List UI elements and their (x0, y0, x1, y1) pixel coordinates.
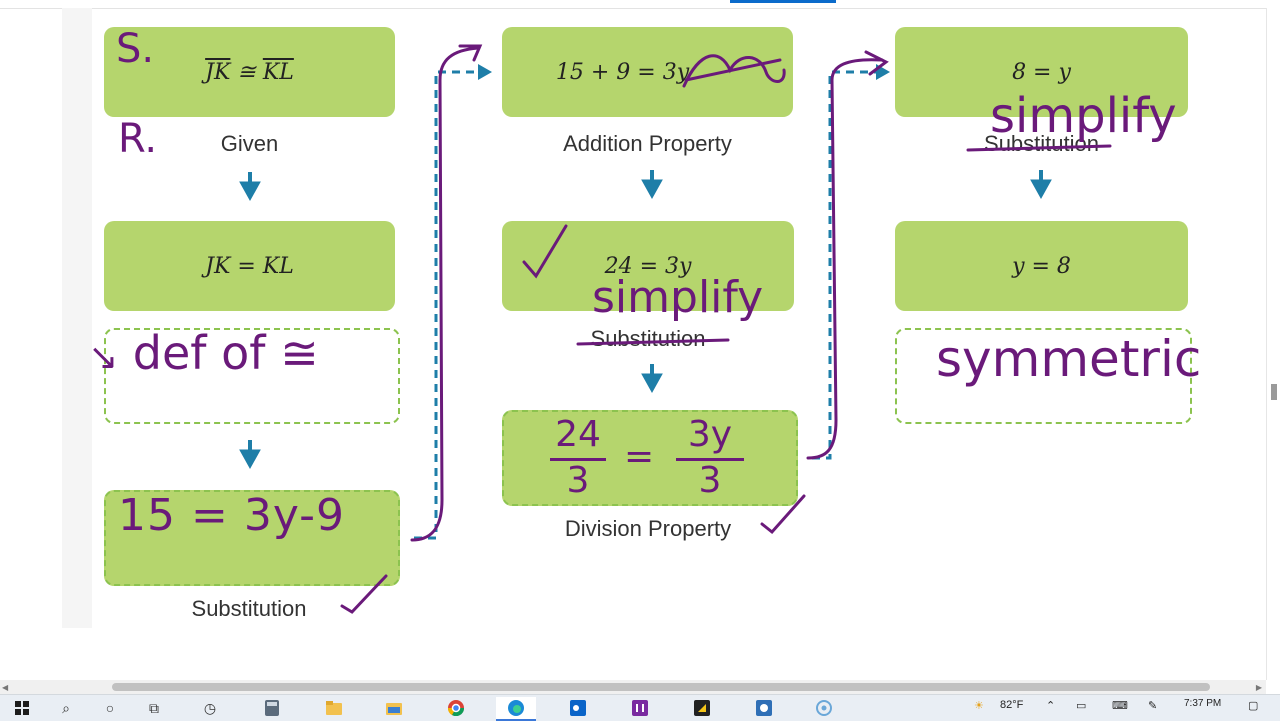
scroll-right-arrow-icon[interactable]: ▶ (1255, 683, 1262, 692)
horizontal-scrollbar-thumb[interactable] (112, 683, 1210, 691)
hand-fraction-bar-1 (550, 458, 606, 461)
connector-dashed-2 (812, 70, 880, 460)
scroll-left-arrow-icon[interactable]: ◀ (2, 683, 9, 692)
battery-icon[interactable]: ▭ (1076, 700, 1087, 712)
statement-1-text: JK ≅ KL (205, 59, 294, 85)
hand-s-label: S. (116, 26, 155, 72)
search-icon[interactable]: ⌕ (62, 699, 70, 716)
statement-6-text: y = 8 (1012, 253, 1071, 279)
statement-4-text: 24 = 3y (604, 253, 692, 279)
windows-start-icon[interactable] (2, 697, 42, 719)
hand-connector-1-head-icon (458, 44, 483, 62)
reason-division-property: Division Property (564, 516, 732, 541)
temperature[interactable]: 82°F (1000, 699, 1024, 711)
active-tab-indicator (730, 0, 836, 3)
statement-5-text: 8 = y (1012, 59, 1071, 85)
statement-box-1: JK ≅ KL (104, 27, 395, 117)
connector-head-icon (478, 64, 492, 80)
hand-connector-2 (806, 58, 884, 460)
pen-icon[interactable]: ✎ (1148, 700, 1158, 712)
hand-fraction-bar-2 (676, 458, 744, 461)
reason-blank-box-2[interactable] (895, 328, 1192, 424)
edge-icon[interactable] (496, 697, 536, 721)
hand-r-label: R. (118, 116, 158, 162)
down-arrow-head-icon (641, 373, 663, 394)
notifications-icon[interactable]: ▢ (1248, 700, 1259, 712)
statement-blank-box-1[interactable] (104, 490, 400, 586)
hand-fraction-num-1: 24 (555, 414, 601, 455)
hand-def-text: def of ≅ (132, 326, 319, 380)
window-top-edge (0, 0, 1280, 9)
hand-fraction-den-2: 3 (698, 460, 722, 501)
chrome-icon[interactable] (436, 697, 476, 719)
statement-box-6: y = 8 (895, 221, 1188, 311)
hand-fraction: 24 3 = 3y 3 (548, 414, 768, 501)
folder-icon[interactable] (374, 697, 414, 719)
connector-head-icon (876, 64, 890, 80)
down-arrow-head-icon (239, 181, 261, 202)
reason-given: Given (220, 131, 279, 156)
app-icon-2[interactable] (744, 697, 784, 719)
hand-simplify-2: simplify (990, 88, 1177, 144)
statement-2-text: JK = KL (205, 253, 294, 279)
hand-equals: = (624, 436, 655, 477)
clock-icon[interactable]: ◷ (203, 699, 217, 716)
statement-3-text: 15 + 9 = 3y (555, 59, 690, 85)
task-view-icon[interactable]: ⧉ (149, 699, 159, 716)
reason-blank-box-1[interactable] (104, 328, 400, 424)
hand-arrow-icon: ↘ (88, 337, 119, 378)
hand-def-congruence: ↘ def of ≅ (88, 326, 319, 380)
app-icon[interactable] (682, 697, 722, 719)
down-arrow-head-icon (641, 179, 663, 200)
reason-addition-property: Addition Property (563, 131, 732, 156)
hand-symmetric: symmetric (936, 330, 1202, 388)
outlook-icon[interactable] (558, 697, 598, 719)
onenote-icon[interactable] (620, 697, 660, 719)
hand-fraction-den-1: 3 (566, 460, 590, 501)
hand-simplify-1: simplify (592, 272, 764, 323)
cortana-icon[interactable]: ○ (105, 700, 115, 716)
reason-substitution-2: Substitution (590, 326, 706, 351)
clock-time[interactable]: 7:37 PM (1184, 698, 1222, 709)
weather-icon[interactable]: ☀ (974, 700, 984, 712)
hand-connector-1 (410, 46, 480, 542)
connector-dashed-1 (414, 70, 480, 540)
statement-box-2: JK = KL (104, 221, 395, 311)
down-arrow-head-icon (1030, 179, 1052, 200)
calculator-icon[interactable] (252, 697, 292, 719)
file-explorer-icon[interactable] (314, 697, 354, 719)
vertical-scrollbar[interactable] (1266, 8, 1280, 680)
reason-substitution-1: Substitution (191, 596, 307, 621)
taskbar: ⌕ ○ ⧉ ◷ ☀ 82°F ⌃ ▭ ⌨ ✎ 7:37 PM ▢ (0, 694, 1280, 721)
statement-box-5: 8 = y (895, 27, 1188, 117)
statement-box-3: 15 + 9 = 3y (502, 27, 793, 117)
down-arrow-head-icon (239, 449, 261, 470)
reason-substitution-3: Substitution (984, 131, 1099, 156)
chevron-up-icon[interactable]: ⌃ (1046, 700, 1056, 712)
page-left-margin (62, 8, 92, 628)
hand-equation: 15 = 3y-9 (118, 490, 345, 541)
scrollbar-thumb[interactable] (1271, 384, 1277, 400)
app-icon-3[interactable] (804, 697, 844, 719)
keyboard-icon[interactable]: ⌨ (1112, 700, 1128, 712)
hand-connector-2-head-icon (864, 50, 889, 76)
horizontal-scrollbar[interactable]: ◀ ▶ (0, 680, 1266, 694)
hand-fraction-num-2: 3y (687, 414, 733, 455)
